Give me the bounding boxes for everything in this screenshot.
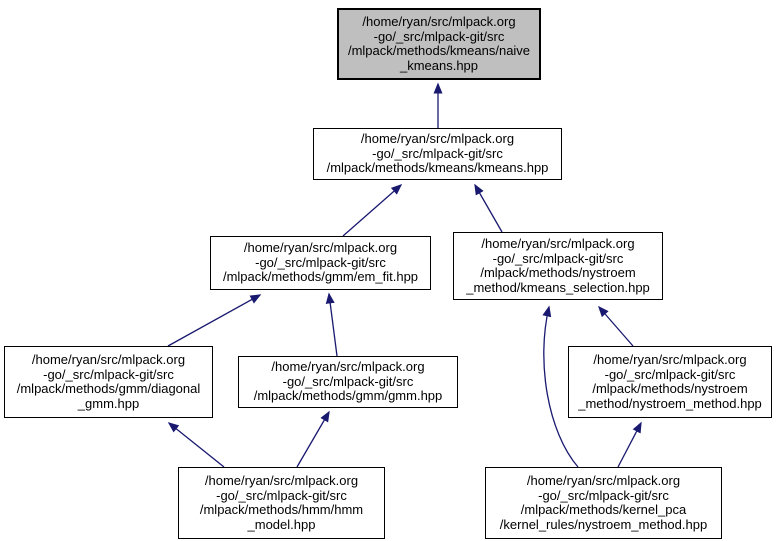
edge-kernel_pca_nystroem-to-kmeans_selection — [542, 305, 579, 468]
edge-diagonal_gmm-to-em_fit — [167, 294, 262, 347]
graph-node-kmeans[interactable]: /home/ryan/src/mlpack.org -go/_src/mlpac… — [313, 128, 562, 180]
edge-kernel_pca_nystroem-to-nystroem_method — [617, 421, 642, 468]
edge-nystroem_method-to-kmeans_selection — [598, 305, 634, 347]
graph-node-kmeans_selection[interactable]: /home/ryan/src/mlpack.org -go/_src/mlpac… — [453, 232, 663, 300]
edge-em_fit-to-kmeans — [342, 184, 403, 237]
graph-node-nystroem_method[interactable]: /home/ryan/src/mlpack.org -go/_src/mlpac… — [568, 346, 772, 418]
edge-hmm_model-to-diagonal_gmm — [167, 422, 225, 468]
graph-node-em_fit[interactable]: /home/ryan/src/mlpack.org -go/_src/mlpac… — [210, 236, 431, 290]
graph-node-hmm_model[interactable]: /home/ryan/src/mlpack.org -go/_src/mlpac… — [178, 467, 385, 539]
graph-node-naive_kmeans: /home/ryan/src/mlpack.org -go/_src/mlpac… — [337, 8, 541, 80]
graph-node-gmm[interactable]: /home/ryan/src/mlpack.org -go/_src/mlpac… — [238, 356, 458, 408]
edge-hmm_model-to-gmm — [296, 410, 330, 468]
edge-kmeans_selection-to-kmeans — [474, 183, 503, 233]
edge-gmm-to-em_fit — [325, 292, 338, 357]
graph-node-diagonal_gmm[interactable]: /home/ryan/src/mlpack.org -go/_src/mlpac… — [4, 346, 213, 418]
graph-node-kernel_pca_nystroem[interactable]: /home/ryan/src/mlpack.org -go/_src/mlpac… — [485, 467, 722, 539]
